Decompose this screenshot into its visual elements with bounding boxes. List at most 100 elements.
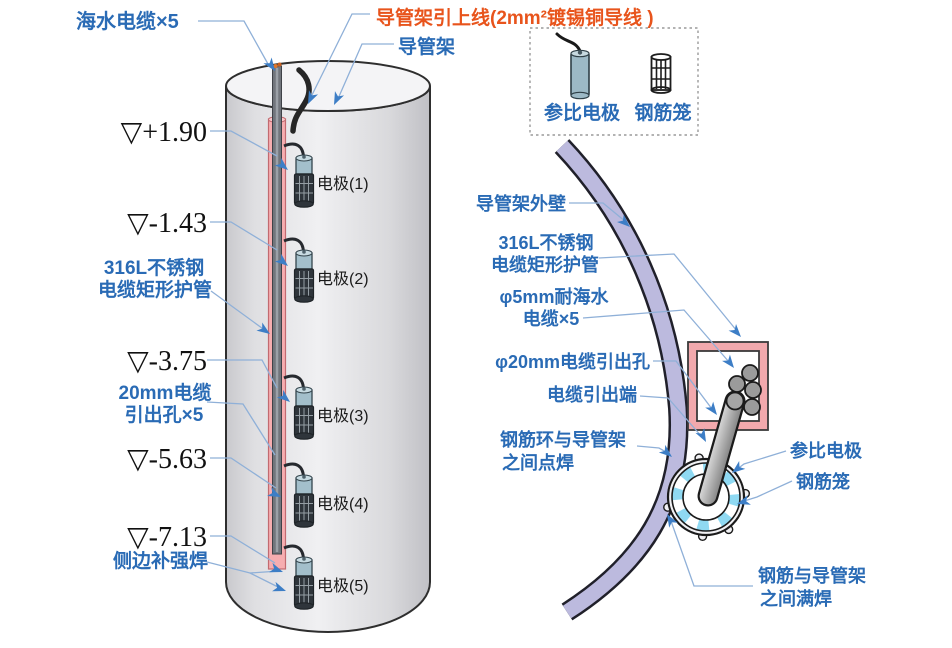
cage-lattice (295, 496, 313, 522)
cable5-label-line1: φ5mm耐海水 (500, 286, 610, 307)
leader-elev-5 (210, 535, 276, 564)
cable-circle (744, 381, 762, 399)
full-weld-label-line1: 钢筋与导管架 (758, 565, 866, 586)
cage-bottom (650, 86, 672, 94)
side-weld-label: 侧边补强焊 (113, 549, 208, 572)
jacket-wall-band (556, 140, 687, 619)
electrode-wire (283, 237, 305, 253)
tube-label-line1: 316L不锈钢 (104, 257, 204, 279)
arrowhead-icon (728, 323, 745, 341)
cable-cross-sections (725, 364, 762, 416)
cage-lattice (295, 408, 313, 434)
leader-tube-right (598, 253, 738, 332)
leader-tube-label (210, 290, 267, 332)
left-leader-lines (198, 13, 394, 590)
spot-weld-label-line1: 钢筋环与导管架 (500, 429, 626, 450)
cage-bottom (294, 432, 314, 440)
legend-box: 参比电极 钢筋笼 (529, 27, 699, 136)
detail-ref-electrode-label: 参比电极 (790, 440, 863, 461)
outlet-hole-label: φ20mm电缆引出孔 (495, 351, 650, 372)
detail-leader-lines (569, 202, 793, 587)
leader-elev-1 (210, 130, 278, 157)
electrode-assembly-4 (283, 462, 315, 528)
electrode-label-5: 电极(5) (317, 577, 369, 595)
cable-circle-tube-top (725, 391, 745, 411)
cage-bottom (294, 295, 314, 303)
electrode-assembly-5 (283, 544, 315, 610)
electrode-assembly-3 (283, 374, 315, 440)
leader-elev-3 (207, 359, 278, 389)
legend-rebar-cage-label: 钢筋笼 (634, 101, 691, 124)
outer-wall-label: 导管架外壁 (476, 193, 566, 214)
electrode-label-4: 电极(4) (317, 495, 369, 513)
legend-border (529, 27, 699, 136)
electrode-terminal (302, 475, 306, 479)
elevation-label-3: ▽-3.75 (127, 346, 207, 377)
cable5-label-line2: 电缆×5 (523, 308, 580, 329)
cage-bottom (294, 200, 314, 208)
leader-ref-electrode (735, 450, 787, 471)
spot-weld-label-line2: 之间点焊 (502, 452, 574, 473)
electrode-wire (283, 462, 305, 478)
leader-elev-4 (210, 457, 277, 489)
outlet-label-line1: 20mm电缆 (119, 381, 212, 404)
full-weld-label-line2: 之间满焊 (760, 588, 832, 609)
detail-tube-label-line2: 电缆矩形护管 (491, 254, 599, 275)
electrode-terminal (302, 557, 306, 561)
leader-cable-end (639, 395, 703, 438)
elevation-label-1: ▽+1.90 (121, 117, 207, 148)
electrode-label-3: 电极(3) (317, 407, 369, 425)
electrode-assembly-2 (283, 237, 315, 303)
tube-label-line2: 电缆矩形护管 (98, 278, 212, 301)
outlet-label-line2: 引出孔×5 (125, 403, 204, 426)
elevation-label-4: ▽-5.63 (127, 444, 207, 475)
detail-rebar-cage-label: 钢筋笼 (796, 471, 850, 492)
electrode-label-2: 电极(2) (317, 270, 369, 288)
legend-ref-electrode-icon (555, 32, 590, 100)
cable-circle (741, 364, 759, 382)
leader-full-weld (670, 520, 753, 587)
cage-bottom (294, 602, 314, 610)
leader-elev-2 (210, 221, 278, 251)
cage-lattice (652, 58, 670, 89)
electrode-terminal (302, 250, 306, 254)
leader-sea-cable (198, 20, 269, 65)
ring-band-outer-edge (671, 462, 741, 532)
cable-tube (699, 392, 744, 505)
electrode-wire (283, 544, 305, 560)
cage-lattice (295, 271, 313, 297)
cable-circle (728, 375, 746, 393)
cage-top (650, 53, 672, 61)
cage-lattice (295, 176, 313, 202)
cage-bottom (294, 520, 314, 528)
detail-tube-label-line1: 316L不锈钢 (498, 232, 593, 253)
electrode-terminal (577, 50, 583, 55)
electrode-wire (555, 32, 582, 53)
elevation-label-2: ▽-1.43 (127, 208, 207, 239)
leader-side-weld-2 (249, 572, 283, 590)
pile-cylinder-body (225, 85, 431, 633)
leader-jacket (336, 43, 394, 102)
leader-outlet-hole (653, 360, 713, 410)
legend-ref-electrode-label: 参比电极 (544, 101, 621, 124)
jacket-pile-figure: 海水电缆×5 导管架引上线(2mm²镀锡铜导线 ) 导管架 ▽+1.90 ▽-1… (76, 6, 654, 633)
leader-riser (310, 13, 370, 98)
electrode-terminal (302, 387, 306, 391)
riser-label: 导管架引上线(2mm²镀锡铜导线 ) (376, 6, 654, 29)
cable-circle (743, 398, 761, 416)
jacket-label: 导管架 (398, 35, 455, 58)
cage-lattice (295, 578, 313, 604)
electrode-body (570, 52, 590, 97)
electrode-wire (283, 374, 305, 390)
leader-spot-weld (636, 445, 667, 453)
detail-figure: 导管架外壁 316L不锈钢 电缆矩形护管 φ5mm耐海水 电缆×5 φ20mm电… (476, 139, 866, 621)
leader-outlet-label (206, 401, 276, 456)
cable-tip-dot (273, 64, 278, 68)
leader-cable5 (582, 309, 730, 363)
cable-tip-dot (277, 62, 282, 67)
electrode-bottom (570, 91, 590, 100)
elevation-label-5: ▽-7.13 (127, 522, 207, 553)
electrode-assembly-1 (283, 142, 315, 208)
